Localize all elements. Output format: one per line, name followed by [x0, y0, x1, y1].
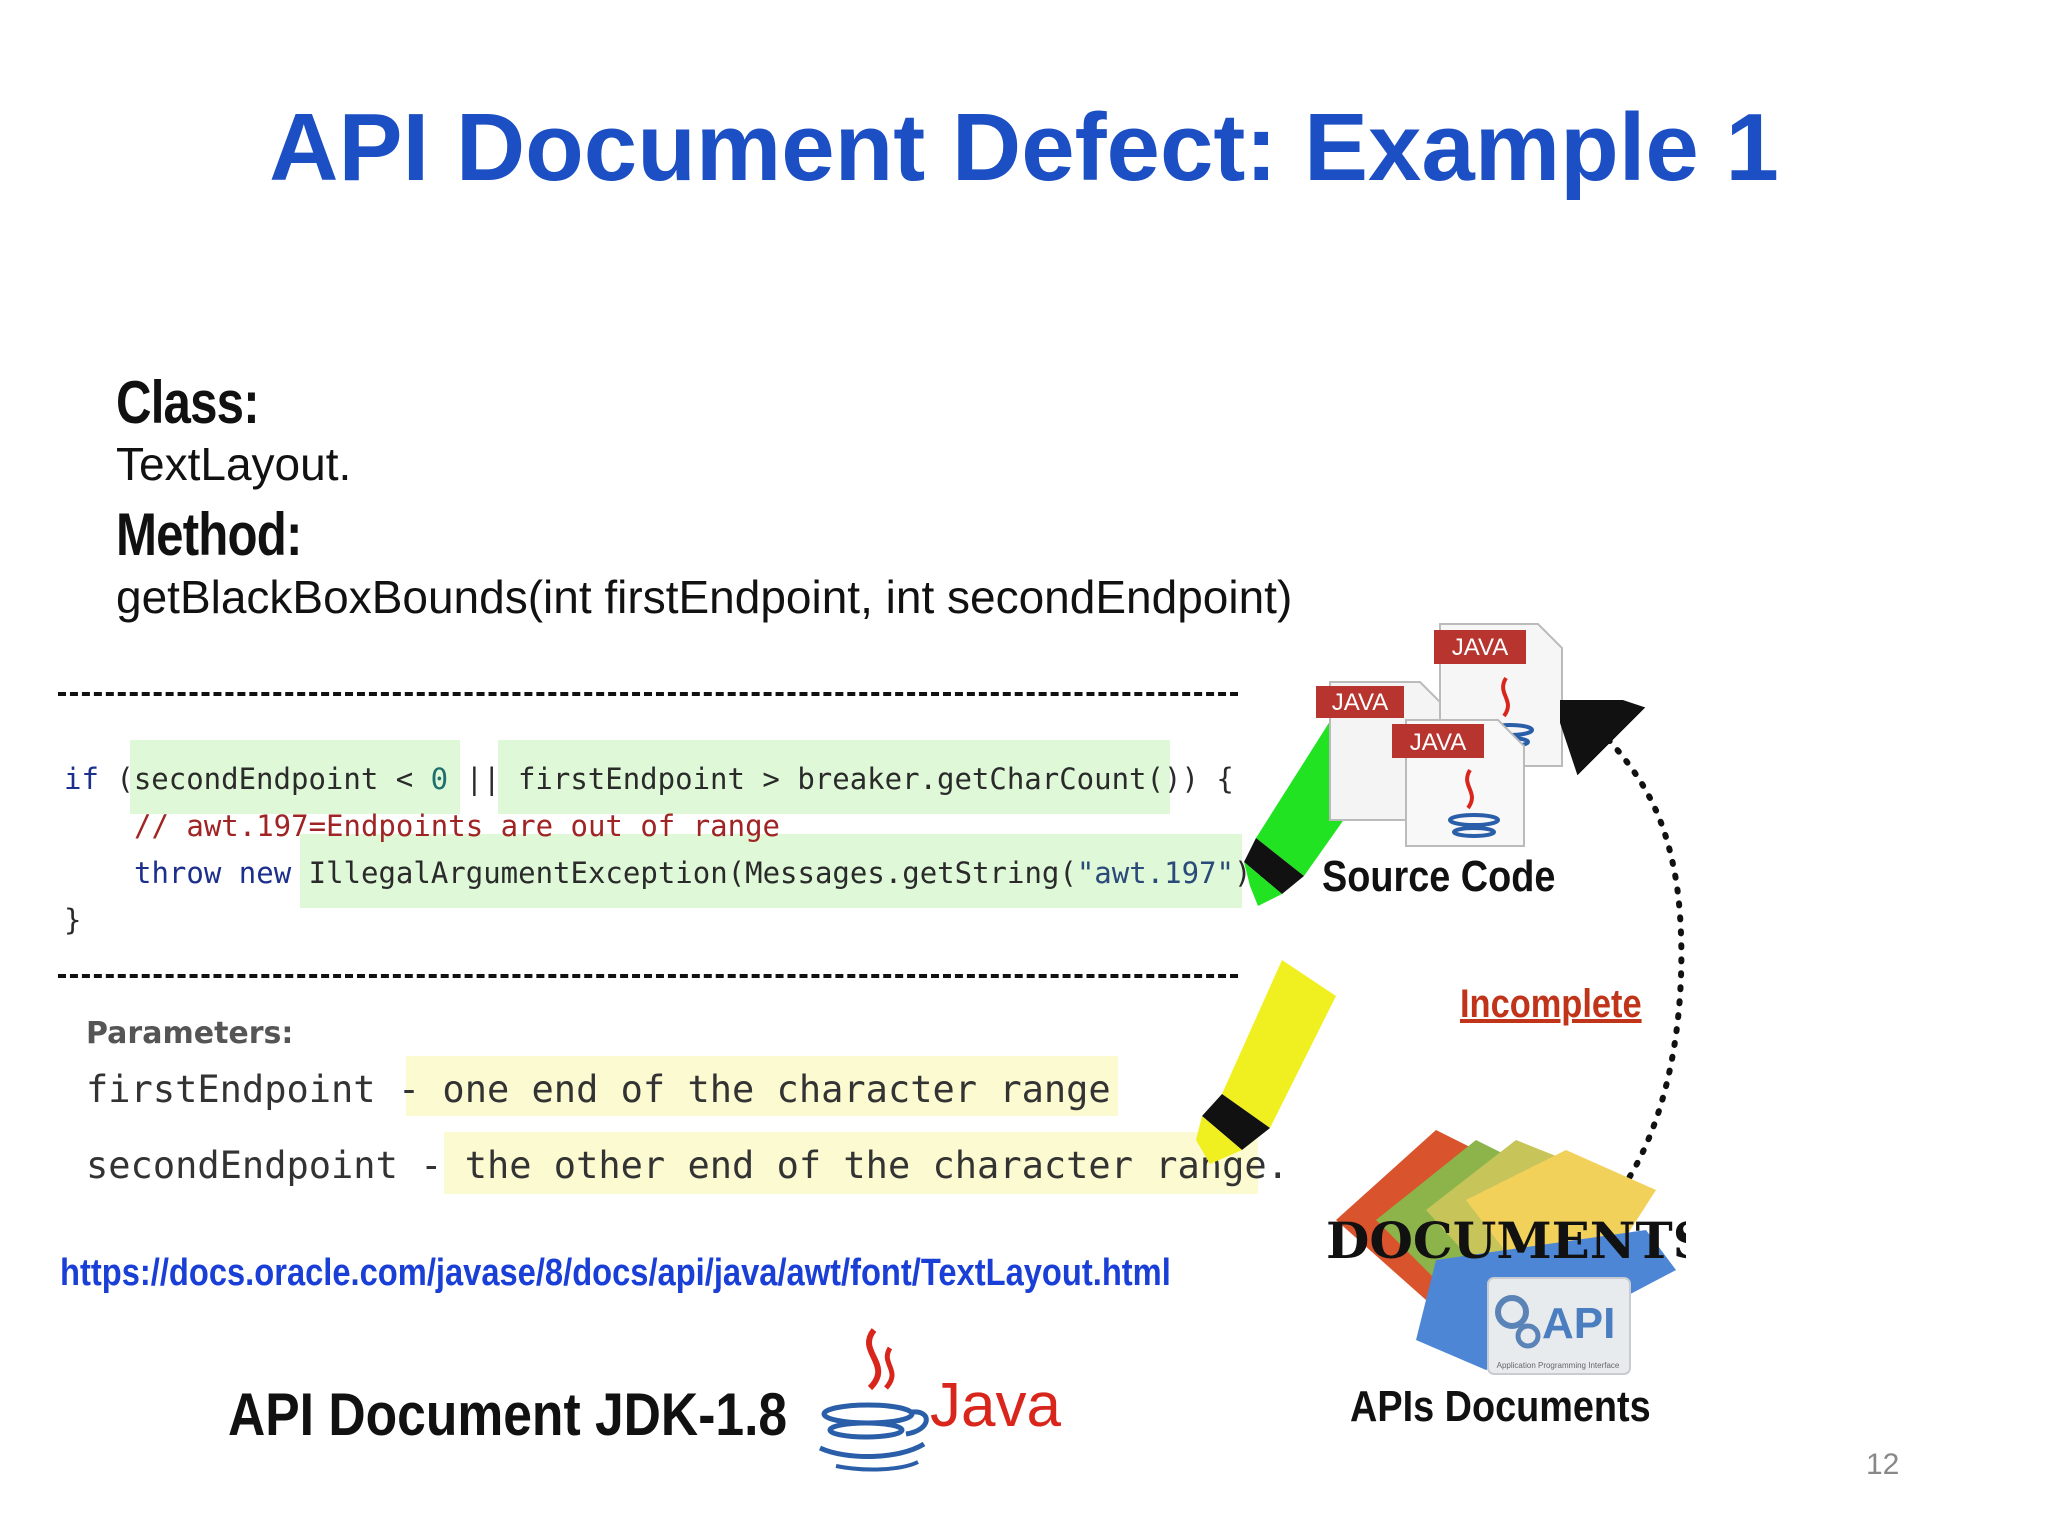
code-close-brace: ) { — [1181, 762, 1234, 796]
code-highlight-cond2 — [498, 740, 1170, 814]
apis-documents-label: APIs Documents — [1350, 1382, 1651, 1431]
param1-separator: - — [375, 1068, 443, 1111]
param1-description: one end of the character range — [442, 1068, 1111, 1111]
java-file-icon: JAVA — [1392, 719, 1525, 847]
code-throw-keyword: throw — [134, 856, 222, 890]
incomplete-label: Incomplete — [1460, 982, 1642, 1026]
code-condition-2: firstEndpoint > breaker.getCharCount() — [517, 762, 1182, 796]
param2-name: secondEndpoint — [86, 1144, 398, 1187]
method-heading: Method: — [116, 501, 302, 568]
page-number: 12 — [1866, 1448, 1900, 1481]
documents-word: DOCUMENTS — [1326, 1211, 1686, 1270]
code-open-paren: ( — [98, 762, 134, 796]
param1-name: firstEndpoint — [86, 1068, 376, 1111]
java-cup-icon — [818, 1328, 929, 1472]
jdk-label: API Document JDK-1.8 — [228, 1381, 788, 1448]
gears-icon — [1495, 1295, 1541, 1349]
param-row-1: firstEndpoint - one end of the character… — [86, 1068, 1111, 1111]
code-highlight-throw — [300, 834, 1242, 908]
slide-title: API Document Defect: Example 1 — [269, 94, 1779, 201]
java-source-files-icon: JAVA JAVA JAVA — [1316, 623, 1563, 847]
parameters-heading: Parameters: — [86, 1016, 294, 1051]
top-separator — [58, 692, 1238, 696]
code-exception-expr: IllegalArgumentException(Messages.getStr… — [308, 856, 1077, 890]
class-name: TextLayout. — [116, 438, 352, 490]
svg-text:JAVA: JAVA — [1332, 689, 1388, 716]
api-badge-subtext: Application Programming Interface — [1497, 1361, 1620, 1370]
documents-folder-icon: DOCUMENTS API Application Programming In… — [1326, 1130, 1686, 1375]
code-line-1: if (secondEndpoint < 0 || firstEndpoint … — [64, 762, 1234, 796]
doc-url-link[interactable]: https://docs.oracle.com/javase/8/docs/ap… — [60, 1252, 1171, 1294]
code-zero: 0 — [430, 762, 449, 796]
code-comment: // awt.197=Endpoints are out of range — [134, 809, 781, 843]
param2-description: the other end of the character range. — [464, 1144, 1289, 1187]
code-or-operator: || — [448, 762, 518, 796]
class-heading: Class: — [116, 369, 260, 436]
dotted-arrow — [1560, 700, 1685, 1203]
bottom-separator — [58, 974, 1238, 978]
api-badge-text: API — [1542, 1299, 1615, 1348]
svg-text:JAVA: JAVA — [1410, 729, 1466, 756]
code-line-3: throw new IllegalArgumentException(Messa… — [134, 856, 1286, 890]
param-row-2: secondEndpoint - the other end of the ch… — [86, 1144, 1289, 1187]
code-condition-1: secondEndpoint < — [133, 762, 431, 796]
source-code-label: Source Code — [1322, 852, 1556, 901]
param2-highlight — [444, 1132, 1258, 1194]
code-highlight-cond1 — [130, 740, 460, 814]
code-if-keyword: if — [64, 762, 99, 796]
svg-text:JAVA: JAVA — [1452, 634, 1508, 661]
param2-separator: - — [397, 1144, 465, 1187]
java-logo: Java — [818, 1328, 1061, 1472]
code-string-literal: "awt.197" — [1076, 856, 1234, 890]
param1-highlight — [406, 1056, 1118, 1116]
yellow-highlighter-icon — [1196, 960, 1336, 1164]
java-logo-text: Java — [930, 1371, 1061, 1440]
method-signature: getBlackBoxBounds(int firstEndpoint, int… — [116, 571, 1293, 623]
code-new-keyword: new — [221, 856, 309, 890]
code-line-4: } — [64, 903, 82, 937]
